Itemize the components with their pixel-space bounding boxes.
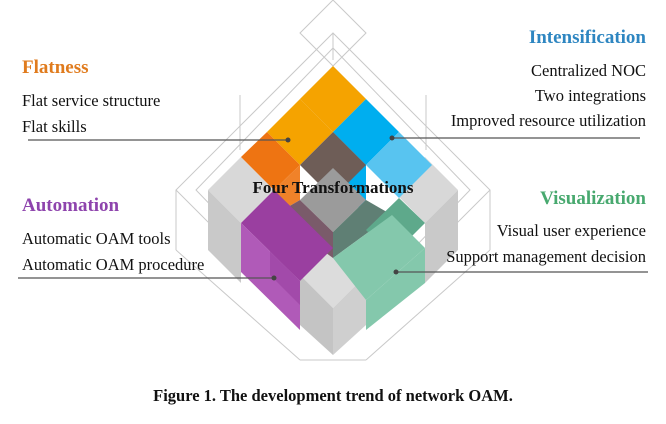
flatness-item: Flat service structure bbox=[22, 91, 161, 110]
automation-blocks bbox=[241, 190, 333, 330]
flatness-item: Flat skills bbox=[22, 117, 87, 136]
flatness-heading: Flatness bbox=[22, 57, 89, 78]
visualization-item: Support management decision bbox=[446, 247, 646, 266]
visualization-item: Visual user experience bbox=[496, 221, 646, 240]
leader-lines bbox=[18, 137, 648, 279]
automation-item: Automatic OAM tools bbox=[22, 229, 171, 248]
automation-item: Automatic OAM procedure bbox=[22, 255, 205, 274]
leader-dots bbox=[271, 135, 399, 281]
visualization-blocks bbox=[333, 198, 425, 330]
figure-caption: Figure 1. The development trend of netwo… bbox=[153, 386, 513, 405]
center-label: Four Transformations bbox=[252, 178, 414, 197]
intensification-heading: Intensification bbox=[528, 27, 646, 48]
visualization-heading: Visualization bbox=[540, 188, 646, 209]
automation-heading: Automation bbox=[22, 195, 120, 216]
intensification-item: Two integrations bbox=[534, 86, 646, 105]
intensification-item: Centralized NOC bbox=[530, 61, 646, 80]
intensification-item: Improved resource utilization bbox=[450, 111, 646, 130]
center-core bbox=[274, 132, 392, 258]
